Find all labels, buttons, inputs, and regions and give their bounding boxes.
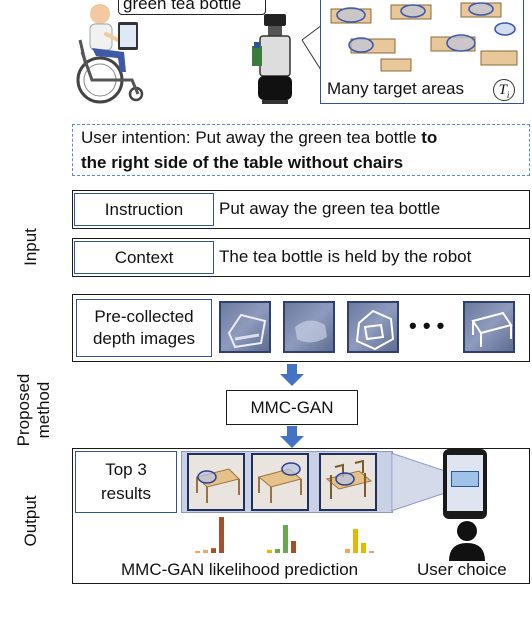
likelihood-bar-3-4 bbox=[369, 551, 374, 553]
instruction-row: Instruction Put away the green tea bottl… bbox=[72, 190, 530, 229]
depth-images-row: Pre-collected depth images • • • bbox=[72, 294, 530, 362]
depth-label-line2: depth images bbox=[92, 329, 196, 348]
context-label: Context bbox=[114, 247, 174, 267]
wheelchair-user-icon bbox=[62, 0, 152, 104]
intention-prefix: User intention: Put away the green tea b… bbox=[81, 128, 422, 147]
likelihood-bar-1-4 bbox=[219, 517, 224, 553]
speech-text: green tea bottle bbox=[123, 0, 242, 13]
depth-image-4 bbox=[463, 301, 515, 353]
down-arrow-icon bbox=[280, 426, 304, 448]
top-results-line1: Top 3 bbox=[105, 460, 147, 479]
likelihood-bar-1-1 bbox=[195, 551, 200, 553]
likelihood-bar-2-2 bbox=[275, 549, 280, 553]
likelihood-bar-2-1 bbox=[267, 549, 272, 553]
depth-image-2 bbox=[283, 301, 335, 353]
user-intention-line2: the right side of the table without chai… bbox=[81, 153, 403, 173]
likelihood-chart-3 bbox=[345, 529, 374, 553]
top-results-box: Top 3 results bbox=[75, 451, 177, 513]
target-subscript: i bbox=[506, 90, 510, 100]
target-symbol-icon: Ti bbox=[493, 79, 515, 101]
mmc-gan-label: MMC-GAN bbox=[250, 397, 334, 417]
user-choice-caption: User choice bbox=[417, 560, 507, 579]
depth-image-3 bbox=[347, 301, 399, 353]
intention-bold-part2: the right side of the table without chai… bbox=[81, 153, 404, 172]
likelihood-bar-1-3 bbox=[211, 548, 216, 553]
target-symbol: T bbox=[498, 82, 507, 98]
mmc-gan-box: MMC-GAN bbox=[226, 390, 358, 425]
robot-icon bbox=[250, 10, 300, 106]
input-section-label: Input bbox=[21, 228, 40, 266]
context-label-box: Context bbox=[74, 241, 214, 274]
proposed-method-line2: method bbox=[34, 381, 53, 439]
likelihood-bar-3-2 bbox=[353, 529, 358, 553]
intention-bold-part1: to bbox=[421, 128, 438, 147]
target-areas-panel: Many target areas Ti bbox=[320, 0, 524, 104]
instruction-label-box: Instruction bbox=[74, 193, 214, 226]
target-areas-label: Many target areas bbox=[327, 79, 465, 98]
result-image-3 bbox=[319, 453, 377, 511]
top-results-line2: results bbox=[100, 484, 152, 503]
tablet-choice bbox=[451, 471, 479, 487]
likelihood-bar-3-3 bbox=[361, 543, 366, 553]
result-image-2 bbox=[251, 453, 309, 511]
depth-label-line1: Pre-collected bbox=[94, 307, 194, 326]
depth-image-1 bbox=[219, 301, 271, 353]
likelihood-bar-2-3 bbox=[283, 525, 288, 553]
output-section-label: Output bbox=[21, 495, 40, 547]
speech-bubble: green tea bottle bbox=[118, 0, 266, 15]
context-row: Context The tea bottle is held by the ro… bbox=[72, 238, 530, 277]
likelihood-chart-2 bbox=[267, 525, 296, 553]
likelihood-bar-3-1 bbox=[345, 549, 350, 553]
likelihood-chart-1 bbox=[195, 517, 224, 553]
proposed-method-line1: Proposed bbox=[14, 373, 33, 447]
likelihood-bar-2-4 bbox=[291, 541, 296, 553]
tablet-icon bbox=[443, 449, 487, 519]
ellipsis-dots: • • • bbox=[409, 313, 445, 338]
likelihood-caption: MMC-GAN likelihood prediction bbox=[121, 560, 359, 579]
output-panel: Top 3 results bbox=[72, 448, 530, 584]
instruction-text: Put away the green tea bottle bbox=[219, 199, 441, 218]
depth-label-box: Pre-collected depth images bbox=[76, 299, 212, 357]
person-icon bbox=[449, 521, 485, 561]
context-text: The tea bottle is held by the robot bbox=[219, 247, 472, 266]
result-image-1 bbox=[187, 453, 245, 511]
instruction-label: Instruction bbox=[104, 199, 184, 219]
proposed-method-label: Proposed method bbox=[14, 370, 58, 450]
likelihood-bar-1-2 bbox=[203, 549, 208, 553]
user-intention-box: User intention: Put away the green tea b… bbox=[72, 124, 530, 176]
user-intention-line1: User intention: Put away the green tea b… bbox=[81, 128, 437, 148]
down-arrow-icon bbox=[280, 364, 304, 386]
